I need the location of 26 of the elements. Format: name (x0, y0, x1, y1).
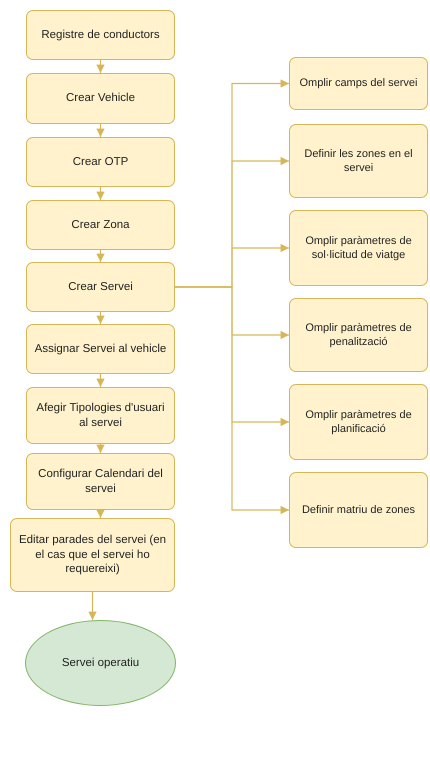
process-box: Afegir Tipologies d'usuari al servei (26, 387, 175, 444)
process-box: Crear OTP (26, 137, 175, 187)
arrow (96, 312, 105, 324)
process-box: Crear Servei (26, 262, 175, 312)
process-box: Definir les zones en el servei (289, 124, 428, 198)
process-box: Crear Vehicle (26, 73, 175, 124)
process-box: Omplir paràmetres de planificació (289, 384, 428, 460)
arrow (96, 444, 105, 453)
process-box: Definir matriu de zones (289, 472, 428, 548)
process-box: Configurar Calendari del servei (26, 453, 175, 510)
process-box: Assignar Servei al vehicle (26, 324, 175, 374)
process-box: Editar parades del servei (en el cas que el servei ho requereixi) (10, 518, 175, 592)
arrow (96, 374, 105, 387)
process-box: Registre de conductors (26, 10, 175, 60)
arrow (175, 286, 289, 514)
arrow (96, 510, 105, 518)
process-box: Omplir paràmetres de penalització (289, 298, 428, 372)
arrow (96, 60, 105, 73)
process-box: Omplir paràmetres de sol·licitud de viatge (289, 210, 428, 286)
arrow (88, 592, 97, 620)
process-box: Crear Zona (26, 200, 175, 250)
terminal-ellipse: Servei operatiu (25, 620, 176, 706)
process-box: Omplir camps del servei (289, 57, 428, 110)
arrow (96, 250, 105, 262)
arrow (96, 187, 105, 200)
arrow (96, 124, 105, 137)
